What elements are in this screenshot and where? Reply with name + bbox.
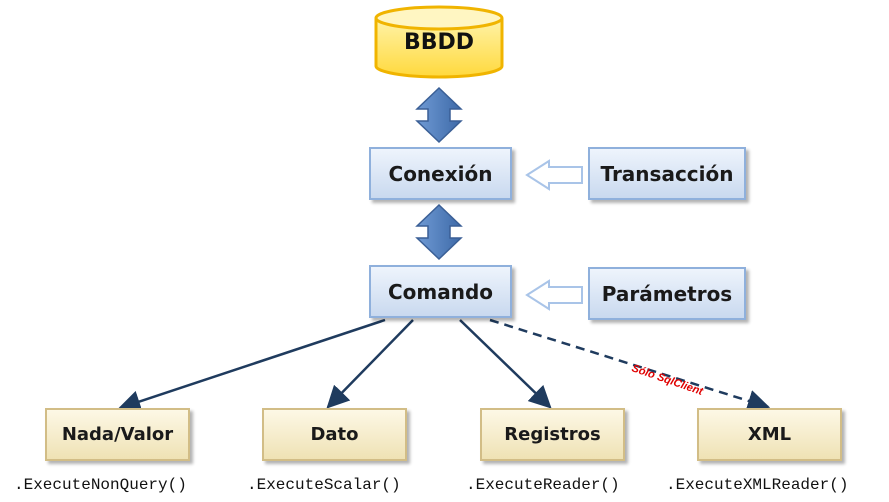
output-box-registros: Registros (480, 408, 625, 461)
method-execute-reader: .ExecuteReader() (466, 476, 620, 494)
double-arrow-connection-command-icon (415, 203, 463, 261)
transaction-box: Transacción (588, 147, 746, 200)
double-arrow-db-connection-icon (415, 86, 463, 144)
connection-box: Conexión (369, 147, 512, 200)
connector-xml-dashed (489, 318, 771, 412)
method-execute-non-query: .ExecuteNonQuery() (14, 476, 187, 494)
hollow-arrow-parameters-icon (525, 279, 583, 311)
connector-registros (459, 319, 552, 409)
database-label: BBDD (403, 30, 475, 55)
connector-nada-valor (117, 318, 386, 413)
command-box: Comando (369, 265, 512, 318)
method-execute-scalar: .ExecuteScalar() (247, 476, 401, 494)
output-box-dato: Dato (262, 408, 407, 461)
output-box-nada-valor: Nada/Valor (45, 408, 190, 461)
method-execute-xml-reader: .ExecuteXMLReader() (666, 476, 849, 494)
database-cylinder-icon (374, 5, 504, 79)
output-box-xml: XML (697, 408, 842, 461)
parameters-box: Parámetros (588, 267, 746, 320)
connector-dato (326, 319, 414, 409)
hollow-arrow-transaction-icon (525, 159, 583, 191)
